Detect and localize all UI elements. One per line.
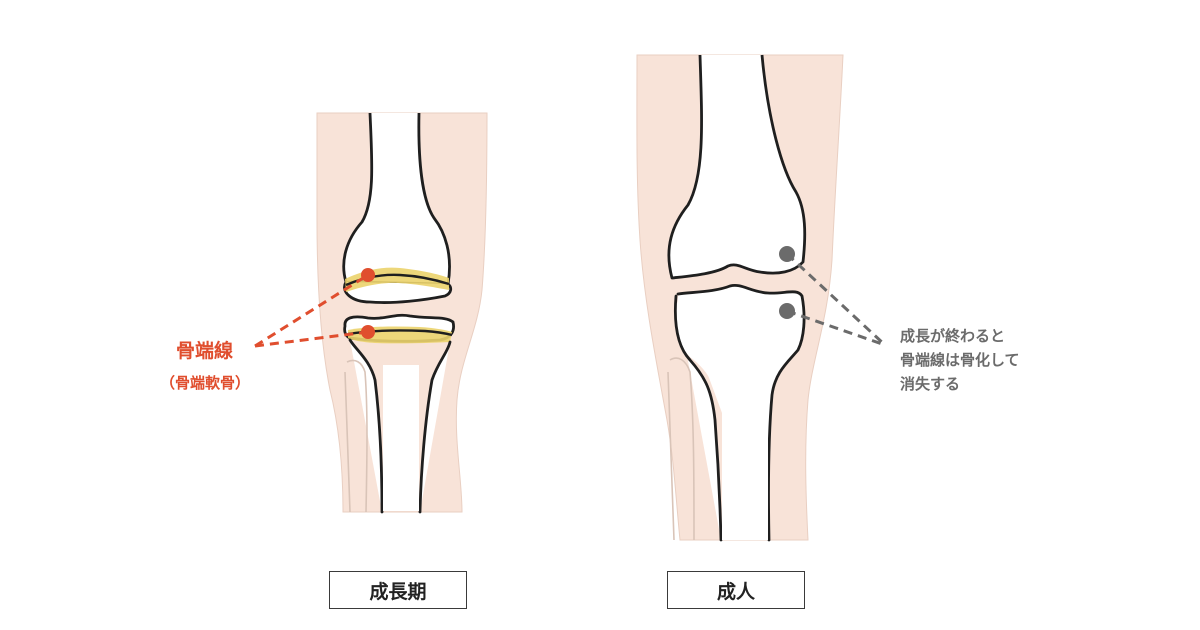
growth-plate-marker-upper xyxy=(361,268,375,282)
caption-growth-period: 成長期 xyxy=(329,571,467,609)
former-plate-marker-upper xyxy=(779,246,795,262)
ossification-note: 成長が終わると 骨端線は骨化して 消失する xyxy=(900,324,1020,396)
growth-plate-label: 骨端線 xyxy=(176,340,234,362)
right-tibia-top-fill xyxy=(677,287,802,395)
leader-line-upper xyxy=(254,273,369,348)
caption-adult: 成人 xyxy=(667,571,805,609)
former-plate-marker-lower xyxy=(779,303,795,319)
left-leg-skin xyxy=(316,112,488,513)
left-tibia-shaft xyxy=(348,338,452,514)
adult-knee xyxy=(636,54,887,542)
growth-plate-marker-lower xyxy=(361,325,375,339)
note-line-2: 骨端線は骨化して xyxy=(900,351,1020,369)
right-femur xyxy=(667,54,807,280)
gray-leader-lower xyxy=(786,309,886,347)
left-tibia-fill xyxy=(383,365,419,511)
gray-leader-upper xyxy=(785,252,887,347)
note-line-1: 成長が終わると xyxy=(900,327,1006,345)
left-femur-epiphysis xyxy=(343,281,453,304)
note-line-3: 消失する xyxy=(900,375,961,393)
right-fibula xyxy=(667,357,695,541)
right-tibia-fill xyxy=(722,395,768,540)
left-fibula xyxy=(344,359,368,513)
growth-period-knee xyxy=(254,112,488,514)
growth-plate-sublabel: （骨端軟骨） xyxy=(160,374,251,392)
leader-line-lower xyxy=(254,330,369,348)
